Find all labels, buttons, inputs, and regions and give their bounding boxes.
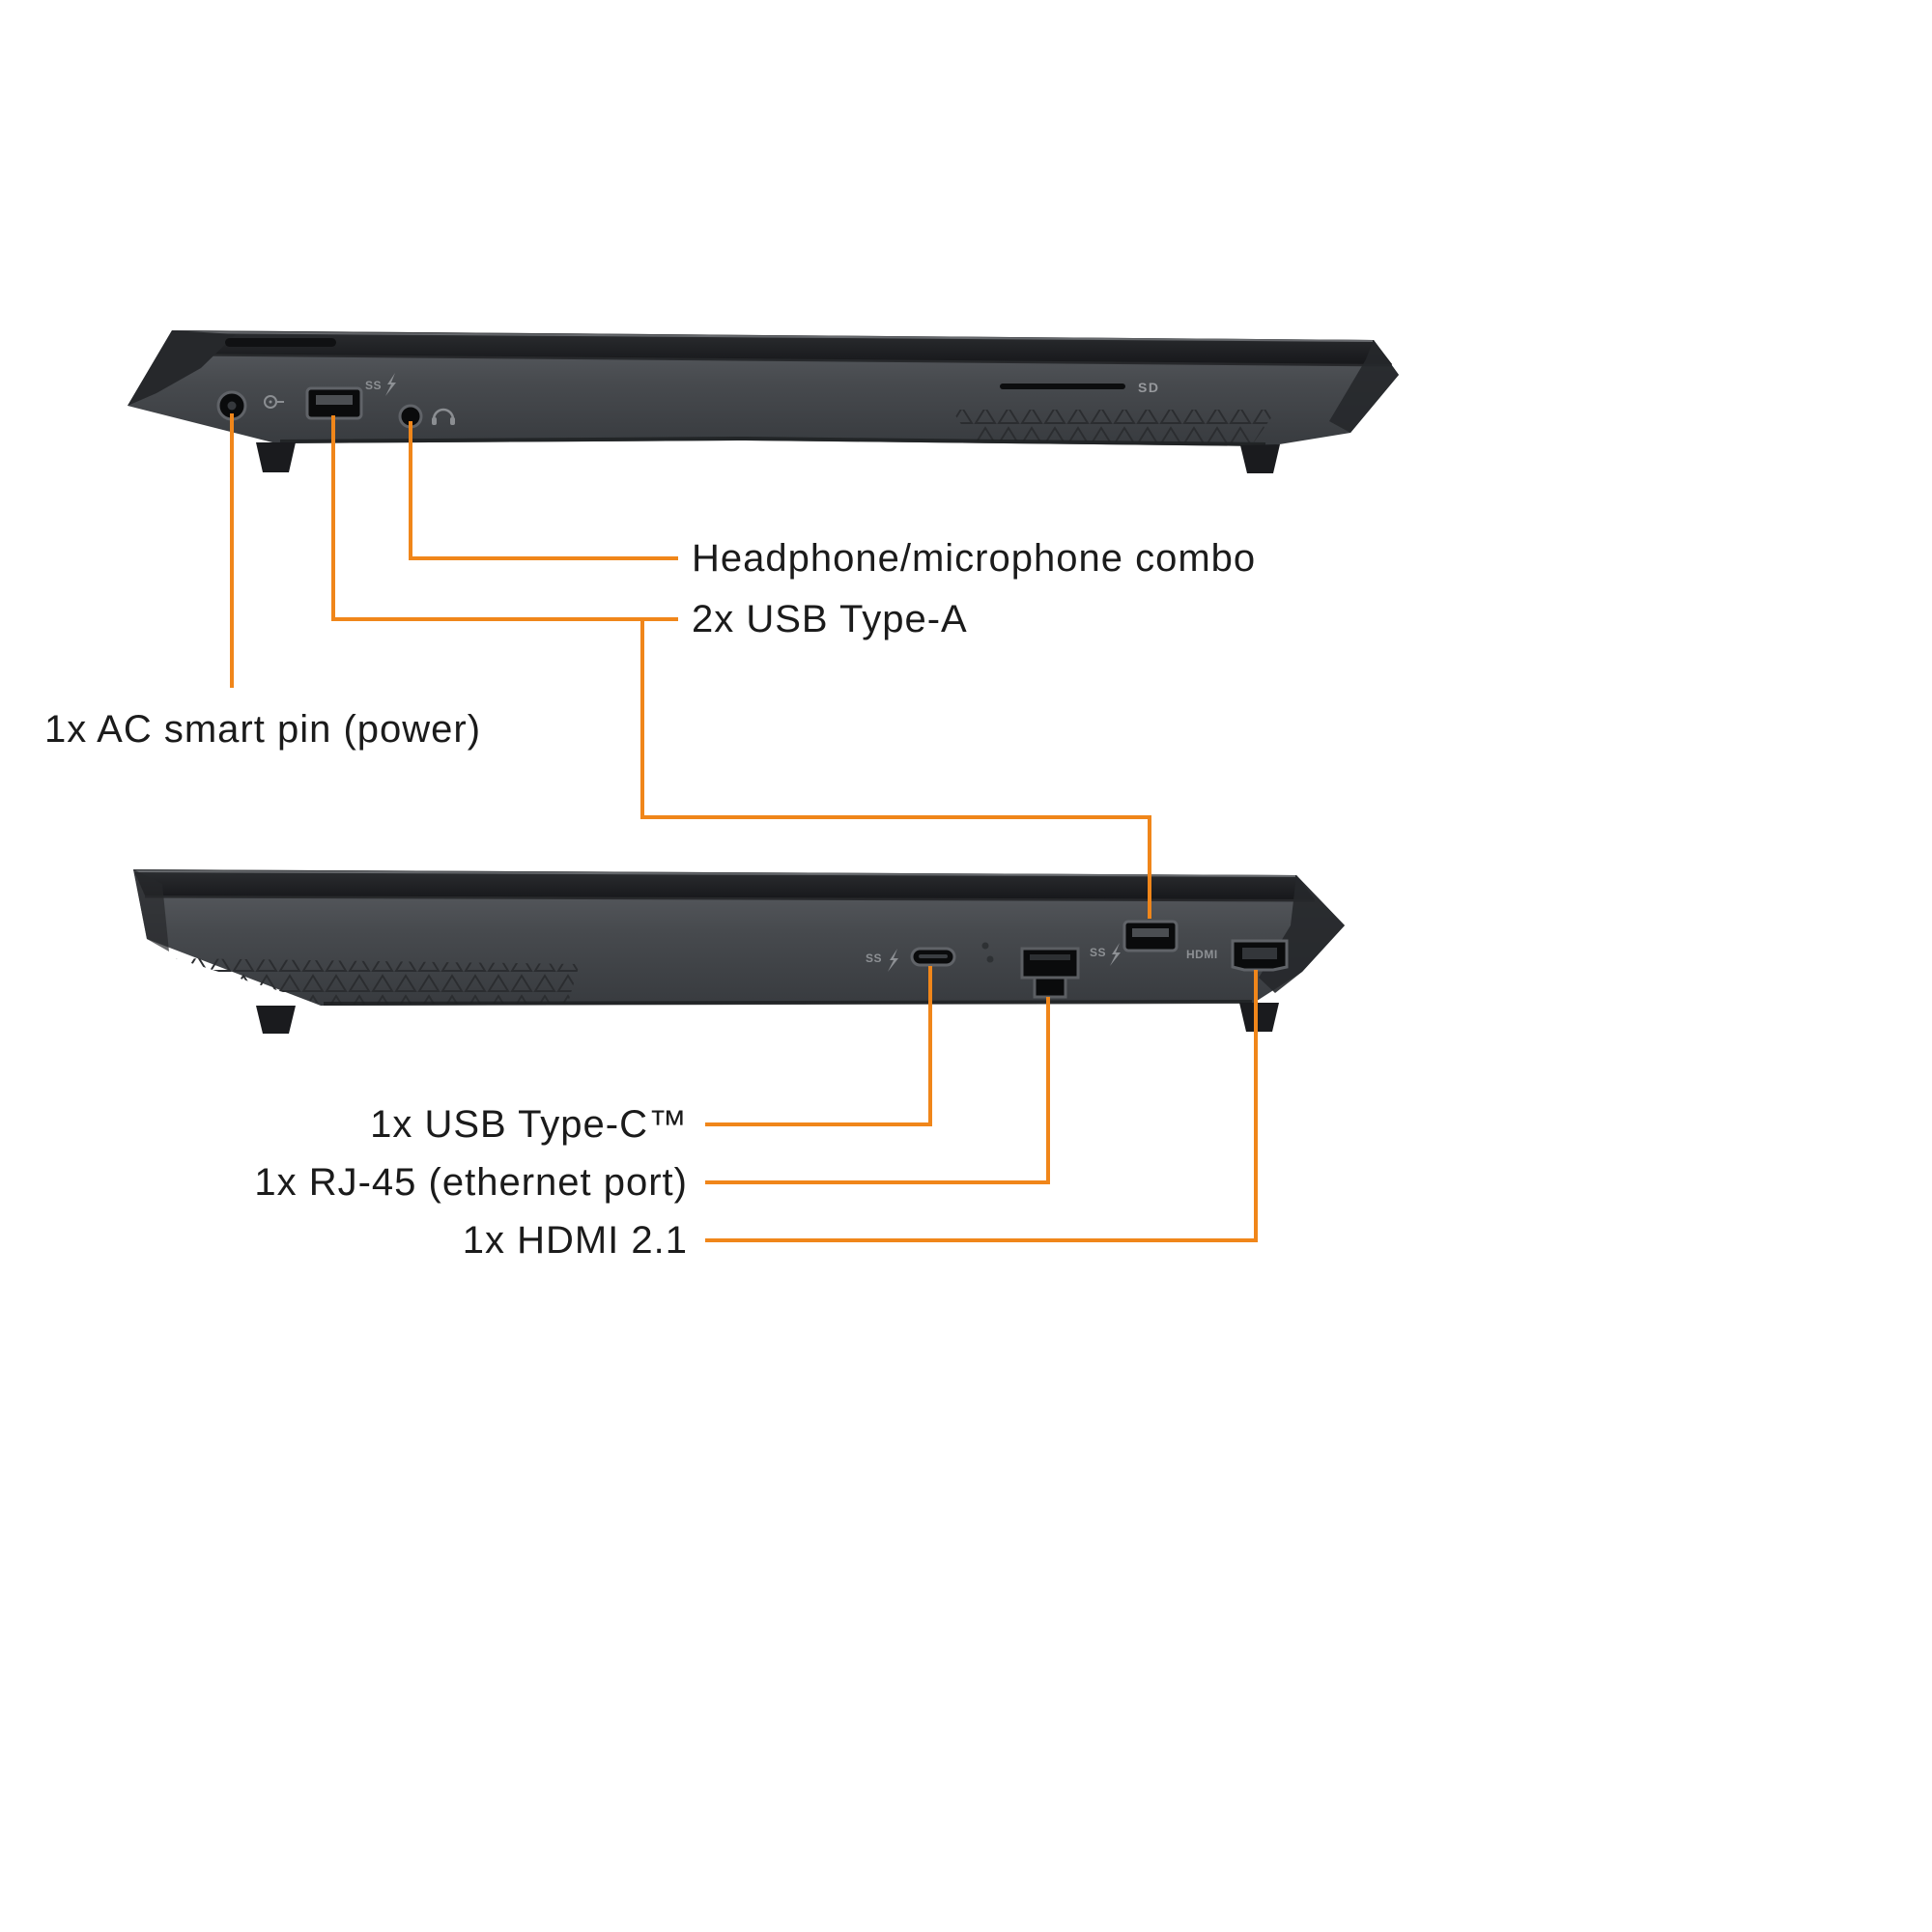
front-shade [128, 330, 236, 406]
callout-line-hdmi [705, 970, 1258, 1242]
laptop-left-side-view: SS SD [128, 330, 1399, 473]
usb-ss-icon: SS [866, 952, 882, 965]
usb-a-port-bottom-tongue [1132, 928, 1169, 937]
hdmi-port-slot [1242, 948, 1277, 959]
rear-shade [1329, 340, 1399, 433]
callout-line-headphone [409, 421, 678, 560]
laptop-right-side-view: SS SS HDMI [133, 869, 1345, 1034]
callout-line-usb-a-branch [640, 619, 1151, 919]
lightning-bolt-icon [385, 373, 396, 396]
lid-top-highlight [172, 331, 1374, 342]
headphone-icon [432, 408, 455, 425]
bottom-edge-shadow [279, 436, 1266, 446]
rubber-foot [1240, 444, 1280, 473]
rubber-foot [256, 1006, 296, 1034]
lid-top-highlight [133, 870, 1296, 877]
lid-body-seam [189, 353, 1393, 367]
ethernet-port-pins [1030, 954, 1070, 960]
usb-a-port-top-tongue [316, 395, 353, 405]
ethernet-port [1020, 947, 1080, 980]
lid-body-seam [144, 895, 1316, 902]
callout-line-usb-c [705, 966, 932, 1126]
callout-label-rj45: 1x RJ-45 (ethernet port) [254, 1161, 688, 1204]
rubber-foot [256, 442, 296, 472]
callout-line-rj45 [705, 997, 1050, 1184]
lightning-bolt-icon [1110, 943, 1121, 966]
bottom-edge-shadow [323, 1000, 1253, 1006]
ac-power-jack-pin [227, 401, 237, 411]
status-led [986, 955, 994, 963]
sd-slot-label: SD [1138, 380, 1159, 395]
hinge-groove [225, 338, 336, 347]
ac-power-icon [264, 395, 284, 409]
usb-ss-icon: SS [365, 379, 382, 392]
callout-label-hdmi: 1x HDMI 2.1 [462, 1219, 688, 1262]
callout-label-usb-c: 1x USB Type-C™ [370, 1103, 688, 1146]
callout-label-headphone: Headphone/microphone combo [692, 537, 1257, 580]
callout-line-usb-a [331, 415, 678, 621]
callout-label-power: 1x AC smart pin (power) [44, 708, 482, 751]
usb-ss-icon: SS [1090, 946, 1106, 959]
front-shade [133, 869, 169, 952]
rubber-foot [1239, 1003, 1279, 1032]
callout-label-usb-a: 2x USB Type-A [692, 598, 968, 640]
ethernet-port-jaw [1033, 976, 1067, 999]
lightning-bolt-icon [888, 949, 898, 972]
laptop-lid-edge [133, 869, 1315, 899]
status-led [981, 942, 989, 950]
vent-triangles [176, 958, 580, 1005]
callout-lines [230, 413, 1258, 1242]
vent-triangles [952, 410, 1277, 442]
hdmi-port-label: HDMI [1186, 948, 1218, 961]
